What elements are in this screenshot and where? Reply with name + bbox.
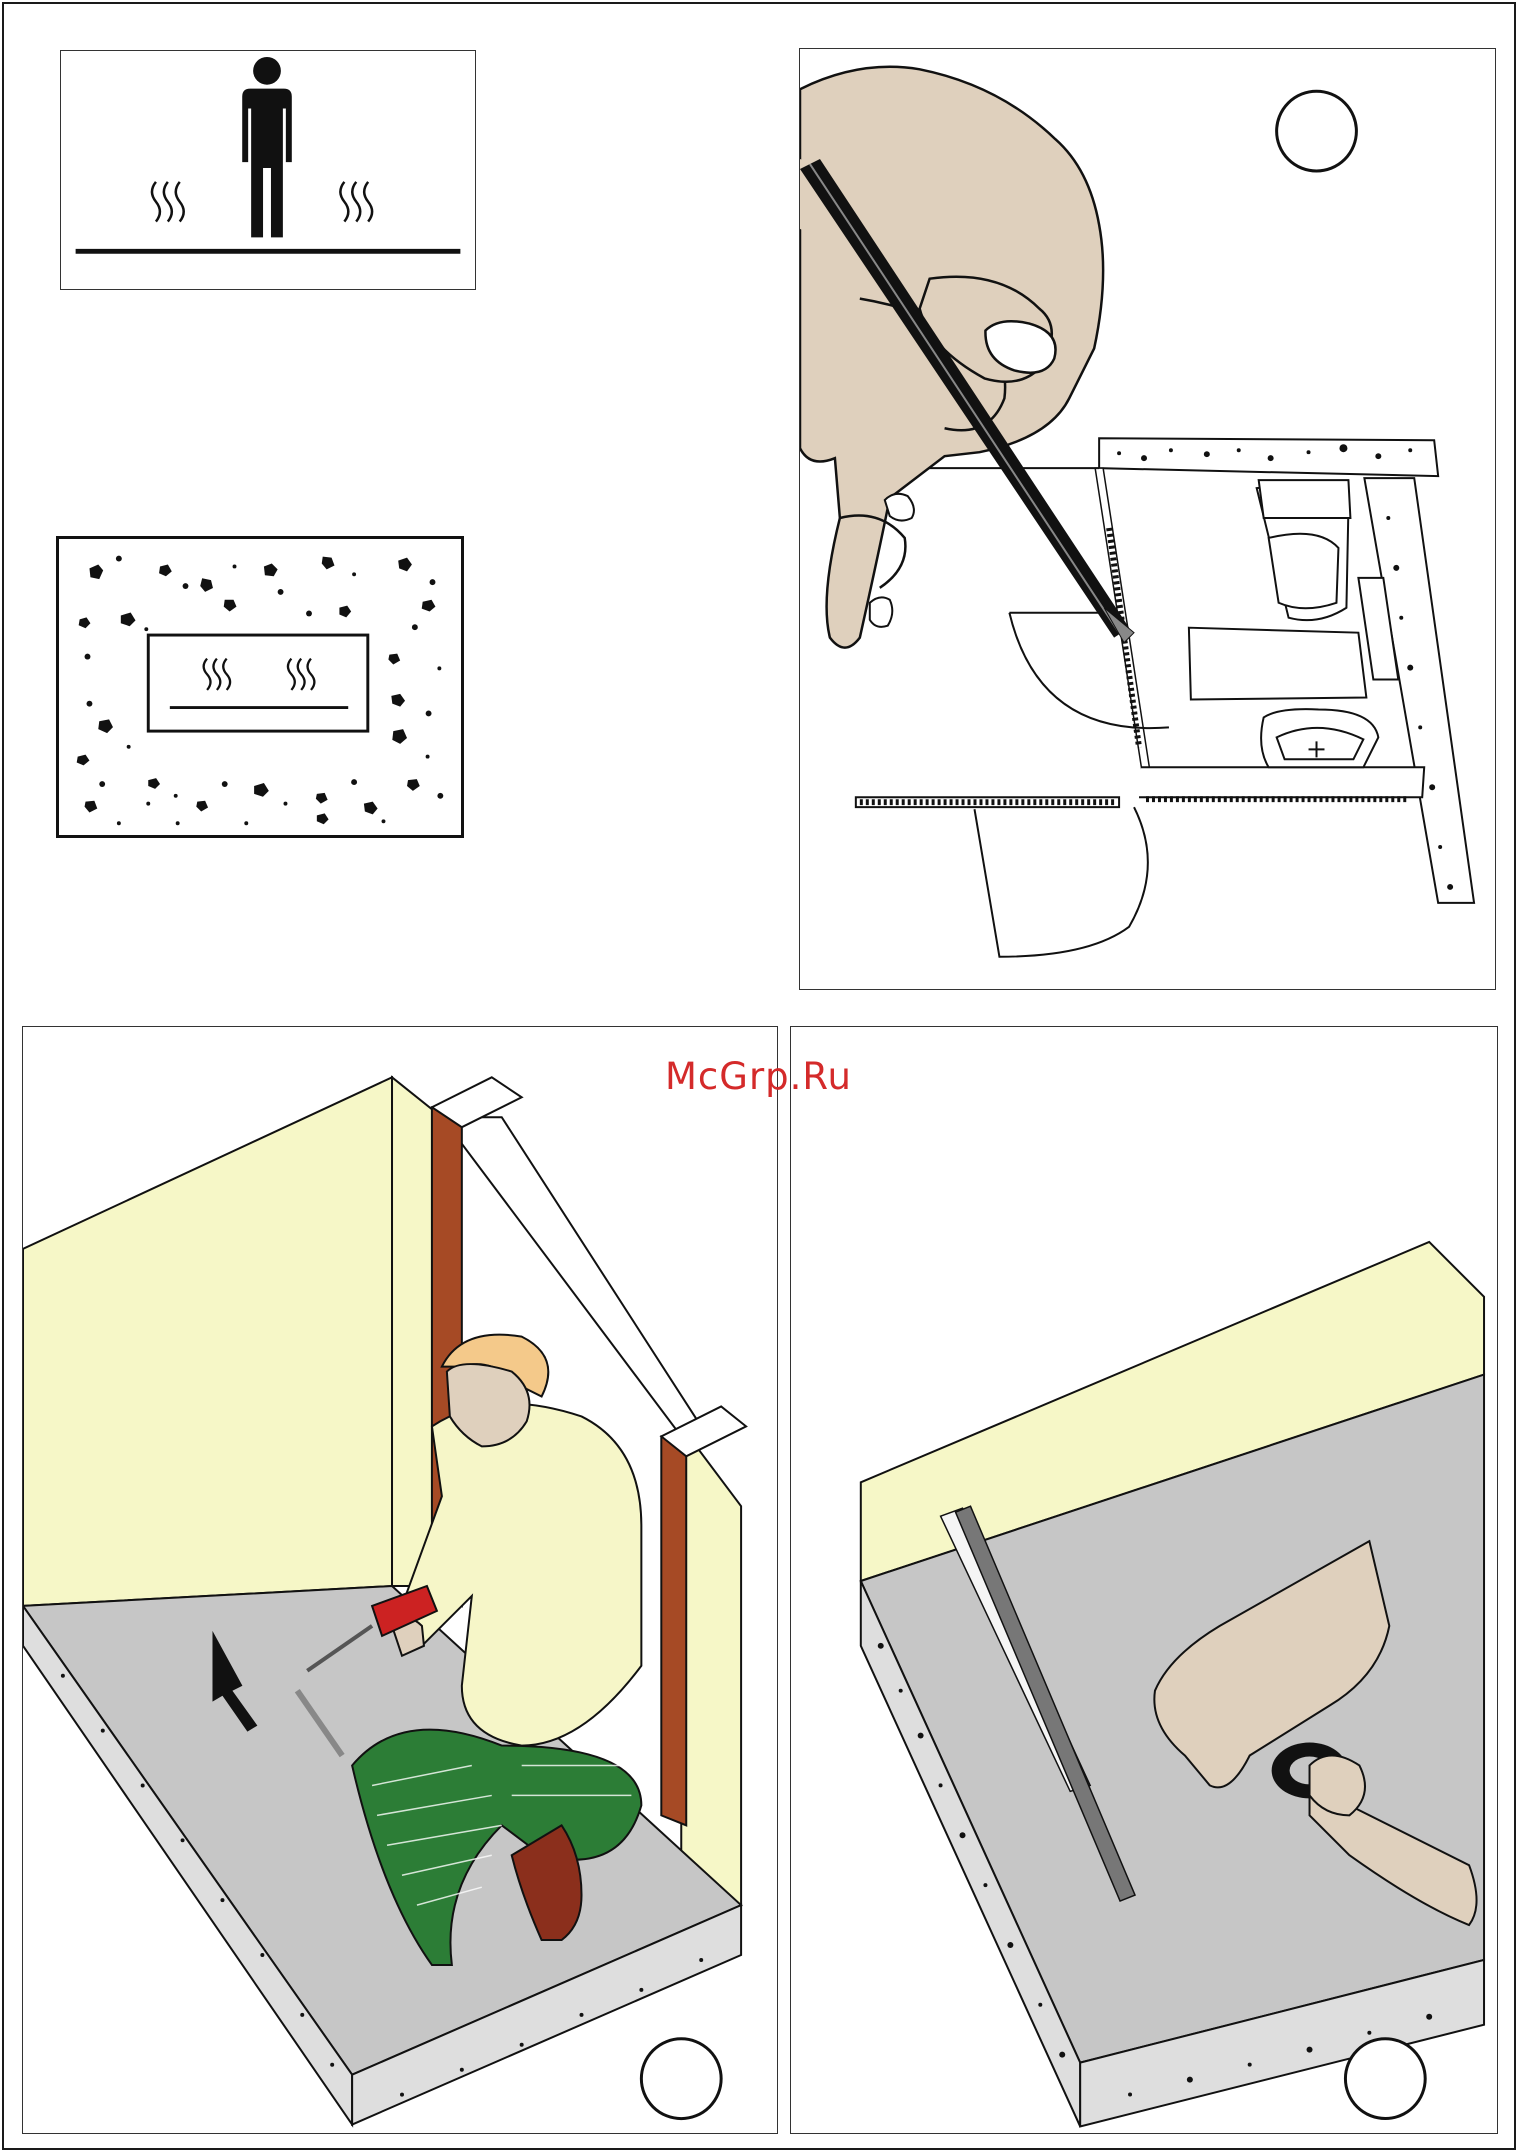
- drilling-illustration: [23, 1027, 777, 2133]
- step-number-circle: [641, 2039, 721, 2119]
- person-icon: [242, 57, 292, 237]
- step-number-circle: [1345, 2039, 1425, 2119]
- heated-floor-illustration: [61, 51, 475, 289]
- heated-screed-panel: [56, 536, 464, 838]
- heated-floor-panel: [60, 50, 476, 290]
- right-wall: [681, 1426, 741, 1905]
- step-number-circle: [1277, 91, 1357, 171]
- tape-panel: [790, 1026, 1498, 2134]
- floor-plan: [856, 438, 1474, 957]
- screed-illustration: [59, 539, 461, 835]
- heating-mat: [148, 635, 368, 731]
- hand-with-pen-icon: [800, 67, 1134, 648]
- tape-illustration: [791, 1027, 1497, 2133]
- floor-plan-illustration: [800, 49, 1495, 989]
- floor-plan-panel: [799, 48, 1496, 990]
- door-frame-right: [661, 1436, 686, 1825]
- drilling-panel: [22, 1026, 778, 2134]
- left-wall: [23, 1077, 392, 1606]
- watermark-text: McGrp.Ru: [665, 1055, 852, 1098]
